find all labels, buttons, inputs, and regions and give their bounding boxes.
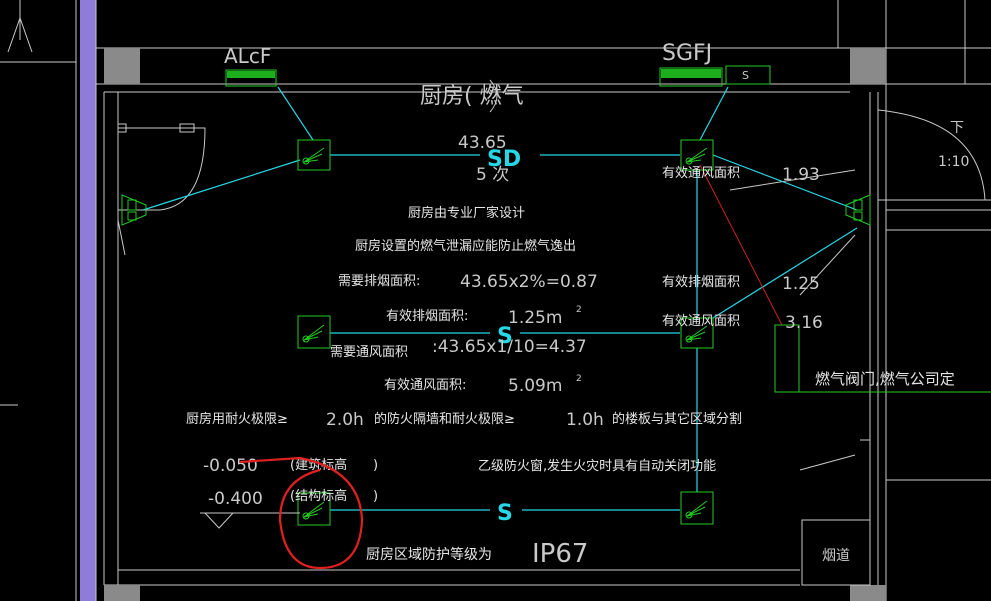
louver-alcf	[225, 69, 277, 87]
fire-text-a: 厨房用耐火极限≥	[186, 411, 288, 427]
diffuser-top-left	[297, 139, 331, 171]
note-eff-vent-value: 5.09m	[508, 376, 562, 396]
note-designer: 厨房由专业厂家设计	[408, 205, 525, 221]
gas-valve-box	[774, 324, 800, 393]
s-box-label: S	[742, 69, 749, 82]
diffuser-top-right	[680, 139, 714, 171]
area-value: 43.65	[458, 133, 507, 153]
right-value-3: 3.16	[785, 313, 823, 333]
elev-2-label: (结构标高	[290, 488, 347, 504]
s-box	[725, 65, 771, 85]
room-walls	[96, 0, 991, 601]
note-leak: 厨房设置的燃气泄漏应能防止燃气逸出	[355, 238, 576, 254]
title-close-paren	[489, 79, 498, 113]
right-eff-vent-2: 有效通风面积	[662, 314, 740, 329]
fire-text-e: 的楼板与其它区域分割	[612, 411, 742, 427]
right-eff-smoke: 有效排烟面积	[662, 275, 740, 290]
right-eff-vent-1: 有效通风面积	[662, 166, 740, 181]
elev-1-close: )	[373, 458, 378, 473]
columns	[104, 48, 886, 601]
fire-text-b: 2.0h	[326, 410, 364, 430]
right-value-2: 1.25	[782, 274, 820, 294]
elev-1-value: -0.050	[203, 456, 258, 476]
sgfj-label: SGFJ	[662, 41, 712, 66]
ip-rating: IP67	[532, 539, 588, 569]
wall-fan-right	[845, 194, 871, 226]
purple-wall-strip	[80, 0, 96, 601]
duct-label-s-bottom: S	[497, 501, 513, 526]
note-eff-smoke-label: 有效排烟面积:	[386, 309, 468, 324]
elev-2-value: -0.400	[208, 489, 263, 509]
note-eff-vent-label: 有效通风面积:	[384, 378, 466, 393]
fire-text-d: 1.0h	[566, 410, 604, 430]
wall-fan-left	[121, 194, 147, 226]
flue-label: 烟道	[822, 548, 850, 564]
note-need-smoke-formula: 43.65x2%=0.87	[460, 272, 598, 292]
flue-box	[801, 519, 871, 586]
fire-text-c: 的防火隔墙和耐火极限≥	[374, 411, 515, 427]
diffuser-mid-left	[297, 315, 331, 349]
window-note: 乙级防火窗,发生火灾时具有自动关闭功能	[478, 458, 716, 474]
times-value: 5 次	[476, 165, 509, 185]
note-need-vent-formula: :43.65x1/10=4.37	[432, 337, 587, 357]
duct-label-s-mid: S	[497, 324, 513, 349]
note-need-smoke-label: 需要排烟面积:	[338, 274, 420, 289]
note-eff-smoke-value: 1.25m	[508, 308, 562, 328]
protect-label: 厨房区域防护等级为	[366, 546, 492, 563]
gas-valve-label: 燃气阀门,燃气公司定	[815, 370, 955, 388]
door-swing-right	[877, 109, 986, 201]
slope-label: 1:10	[938, 154, 969, 170]
note-sup-2: 2	[576, 374, 582, 384]
elev-2-close: )	[373, 489, 378, 504]
right-value-1: 1.93	[782, 165, 820, 185]
diffuser-bottom-right	[680, 491, 714, 525]
diffuser-bottom-left	[297, 492, 331, 526]
louver-sgfj	[659, 65, 771, 87]
diffuser-mid-right	[680, 317, 714, 349]
red-leader-line	[699, 164, 783, 326]
door-swing-left	[118, 127, 206, 211]
red-annotation-circle	[239, 456, 364, 570]
room-title: 厨房( 燃气	[420, 84, 524, 109]
elevation-triangle	[200, 512, 300, 529]
duct-lines	[142, 86, 858, 511]
duct-label-sd: SD	[487, 147, 521, 172]
down-label: 下	[950, 120, 964, 136]
alcf-label: ALcF	[224, 44, 271, 68]
note-need-vent-label: 需要通风面积	[330, 345, 408, 360]
note-sup-1: 2	[576, 305, 582, 315]
